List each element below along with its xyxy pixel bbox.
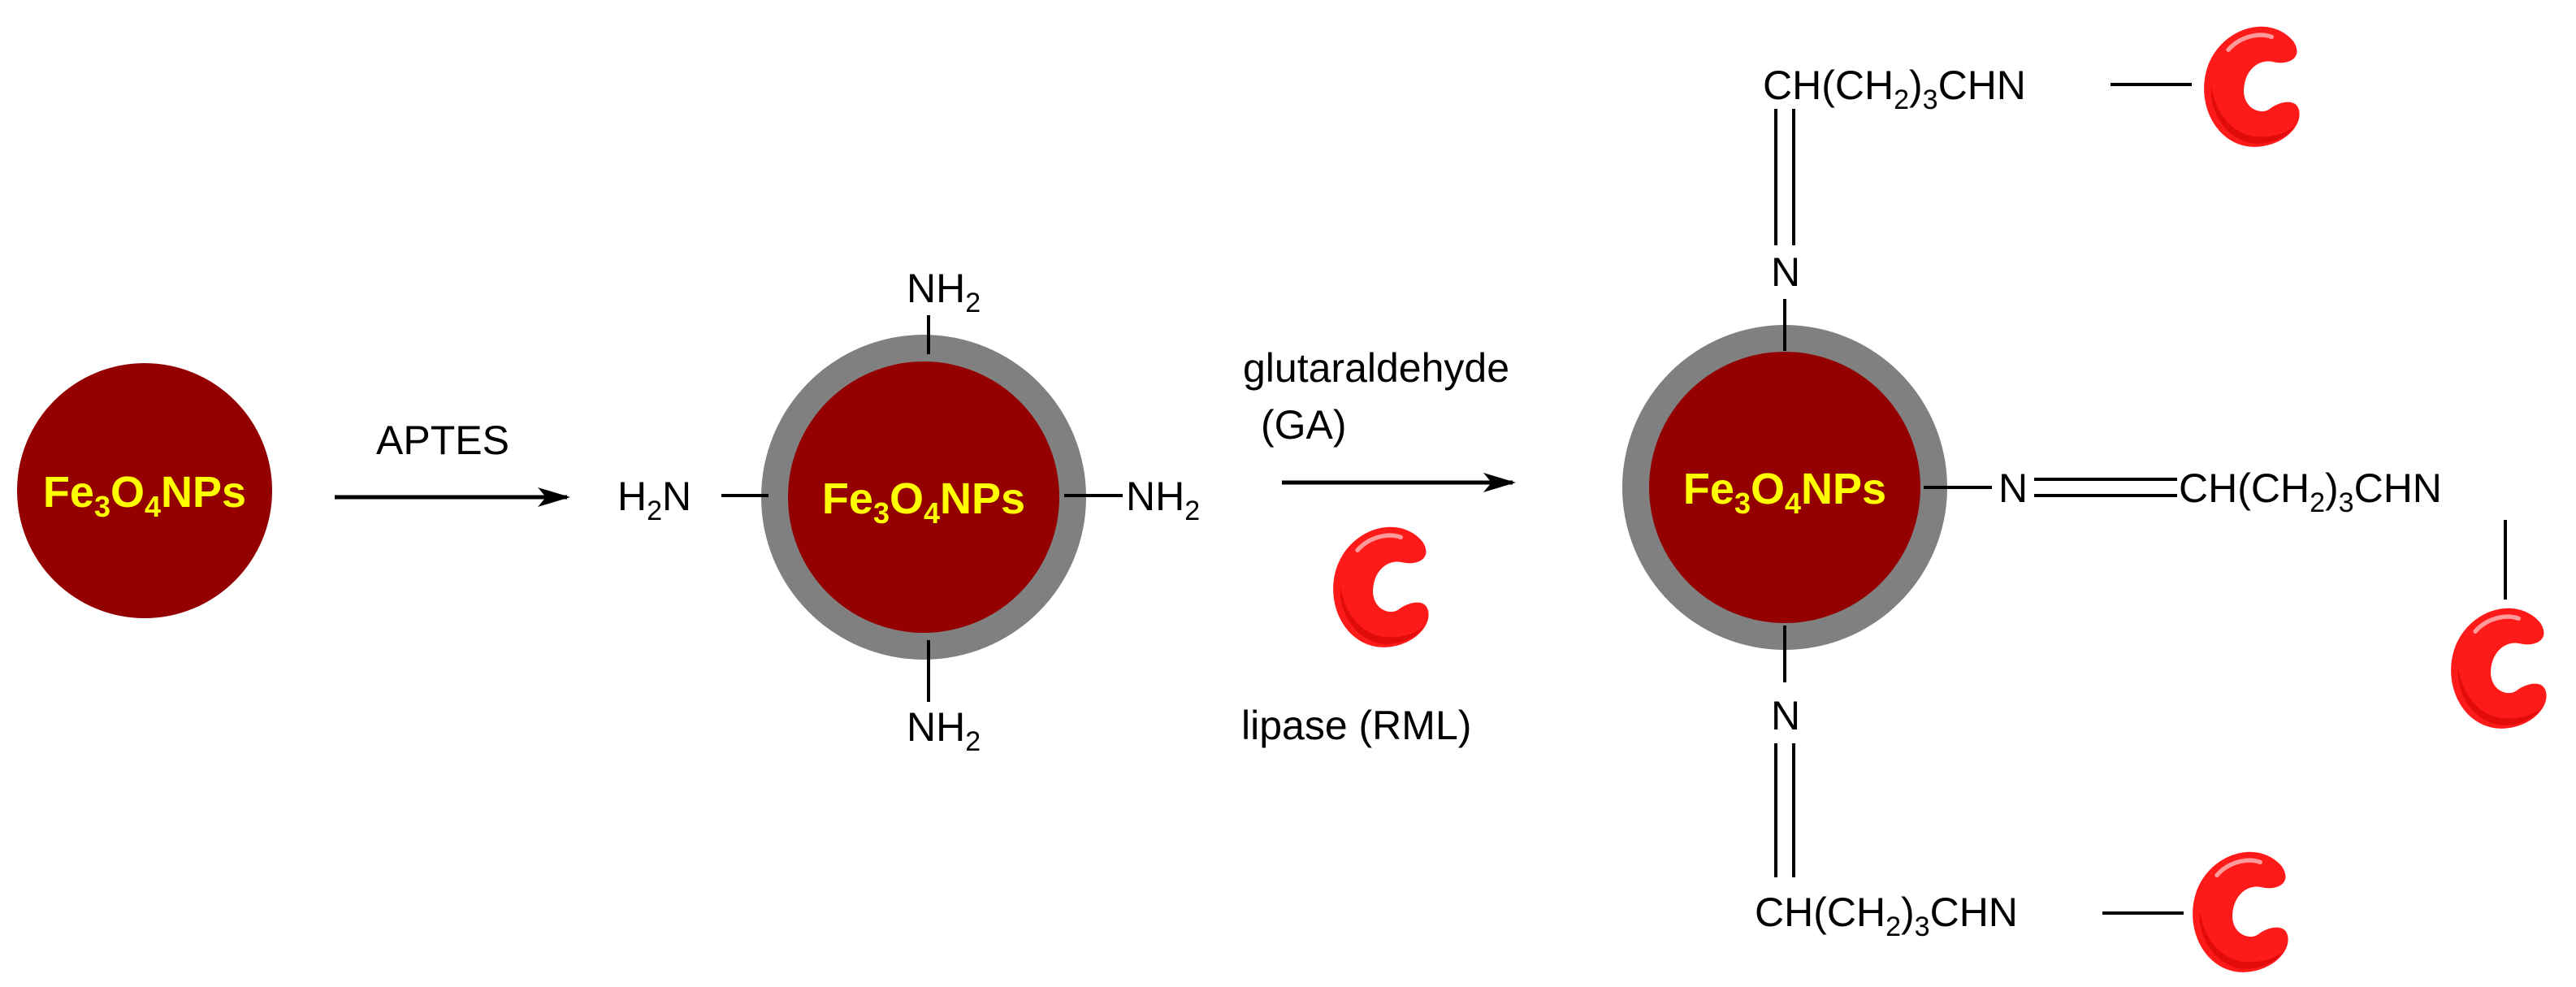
lipase-enzyme-icon <box>2451 608 2546 729</box>
lipase-enzyme-icon <box>1333 527 1428 647</box>
linker-chain-bottom: N CH(CH2)3CHN <box>1755 626 2288 972</box>
step2-enzyme-label: lipase (RML) <box>1241 703 1471 748</box>
imine-nitrogen-bottom: N <box>1771 693 1800 738</box>
linker-chain-right: N CH(CH2)3CHN <box>1924 465 2547 729</box>
nanoparticle-core <box>788 361 1059 633</box>
imine-nitrogen-top: N <box>1771 249 1800 295</box>
lipase-enzyme-icon <box>2193 852 2288 972</box>
amine-group-bottom: NH2 <box>907 704 981 757</box>
linker-label-bottom: CH(CH2)3CHN <box>1755 890 2018 942</box>
step1-reagent-label: APTES <box>376 418 509 463</box>
nanoparticle-label: Fe3O4NPs <box>822 474 1025 530</box>
step1-arrow-group: APTES <box>335 418 570 507</box>
linker-chain-top: N CH(CH2)3CHN <box>1763 27 2300 351</box>
nanoparticle-core <box>1649 352 1920 623</box>
nanoparticle-label: Fe3O4NPs <box>43 468 246 523</box>
linker-label-top: CH(CH2)3CHN <box>1763 63 2026 115</box>
bare-nanoparticle: Fe3O4NPs <box>17 363 272 618</box>
step2-reagent-line2: (GA) <box>1261 402 1347 448</box>
amine-group-right: NH2 <box>1126 474 1200 526</box>
amine-nanoparticle: Fe3O4NPs NH2 NH2 H2N NH2 <box>617 266 1200 757</box>
amine-group-left: H2N <box>617 474 691 526</box>
amine-group-top: NH2 <box>907 266 981 318</box>
immobilized-lipase-nanoparticle: Fe3O4NPs N CH(CH2)3CHN N CH(CH2)3CHN N <box>1622 27 2547 972</box>
nanoparticle-label: Fe3O4NPs <box>1683 465 1886 520</box>
step2-arrow-group: glutaraldehyde (GA) lipase (RML) <box>1241 345 1516 748</box>
imine-nitrogen-right: N <box>1998 465 2028 511</box>
step2-reagent-line1: glutaraldehyde <box>1243 345 1509 391</box>
lipase-enzyme-icon <box>2204 27 2299 147</box>
linker-label-right: CH(CH2)3CHN <box>2179 465 2442 518</box>
nanoparticle-core <box>17 363 272 618</box>
